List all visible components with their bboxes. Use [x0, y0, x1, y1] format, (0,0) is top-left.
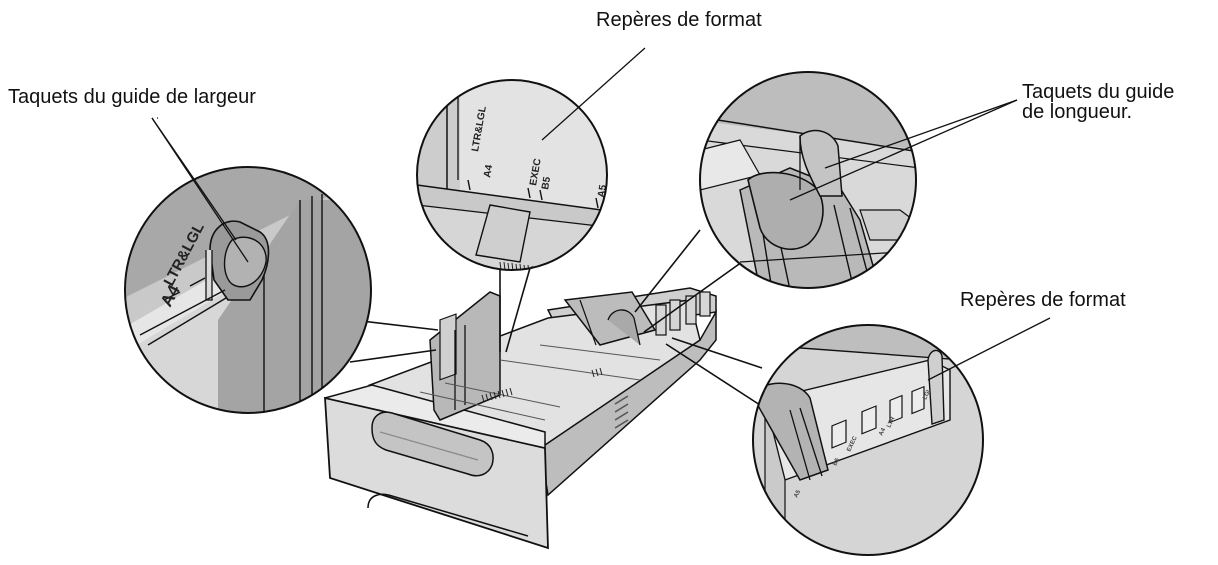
magnifier-length-guide	[699, 71, 917, 289]
label-length-guide-tabs-line2: de longueur.	[1022, 101, 1133, 123]
format-mark-a5: A5	[596, 184, 609, 199]
format-mark-exec: EXEC	[528, 158, 544, 187]
format-mark-a4: A4	[482, 164, 495, 179]
label-length-guide-tabs-line1: Taquets du guide	[1022, 81, 1175, 103]
leader-lines	[151, 47, 1051, 381]
right-mark-lgl: LGL	[922, 387, 933, 401]
format-mark-b5: B5	[540, 176, 553, 191]
label-width-guide-tabs: Taquets du guide de largeur	[8, 86, 256, 108]
magnifier-connectors	[335, 229, 763, 406]
magnifier-format-marks-right: A5 B5 EXEC A4 LTR LGL	[752, 324, 984, 556]
right-mark-a5: A5	[793, 489, 802, 499]
right-mark-b5: B5	[832, 457, 841, 467]
right-mark-ltr: LTR	[886, 416, 896, 429]
tray-handle	[371, 411, 494, 477]
magnifier-format-marks: LTR&LGL A4 EXEC B5 A5	[416, 79, 609, 271]
label-format-marks-right: Repères de format	[960, 289, 1126, 311]
paper-tray	[324, 287, 717, 550]
label-format-marks-top: Repères de format	[596, 9, 762, 31]
magnifier-width-guide: LTR&LGL A4	[124, 166, 372, 414]
right-mark-a4: A4	[878, 427, 887, 437]
